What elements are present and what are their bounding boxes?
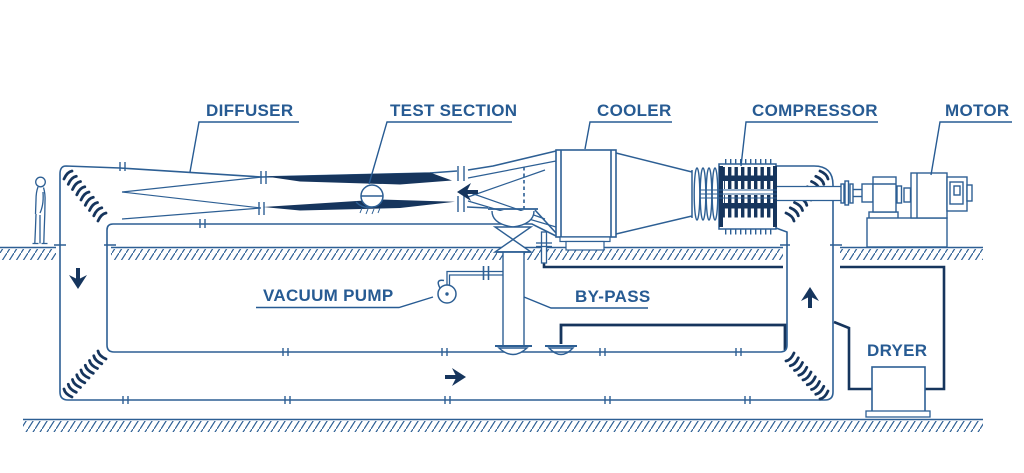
corner-vanes-bottom-left	[62, 349, 108, 399]
compressor-unit	[700, 159, 847, 235]
leader-test-section	[368, 121, 512, 185]
flow-arrow-right-leg	[801, 287, 819, 308]
vacuum-pump	[437, 266, 503, 304]
label-diffuser: DIFFUSER	[206, 101, 294, 120]
leader-compressor	[740, 121, 878, 167]
label-vacuum-pump: VACUUM PUMP	[263, 286, 394, 305]
label-cooler: COOLER	[597, 101, 672, 120]
ground-lower	[23, 418, 983, 432]
cooler-unit	[555, 149, 617, 251]
leader-motor	[930, 121, 1012, 176]
label-compressor: COMPRESSOR	[752, 101, 878, 120]
leader-by-pass	[523, 296, 648, 309]
cooler-inlet-cone	[615, 152, 693, 235]
dryer-pipe-loop	[542, 263, 946, 391]
ground-upper	[0, 246, 983, 260]
label-leaders	[189, 121, 1012, 309]
duct-circuit	[54, 150, 842, 404]
flow-arrow-left-leg	[69, 268, 87, 289]
flow-arrow-bottom-duct	[445, 368, 466, 386]
leader-cooler	[584, 121, 672, 150]
cooler-drain-pipe	[536, 231, 552, 264]
diffuser-test-section-interior	[121, 160, 557, 228]
label-dryer: DRYER	[867, 341, 928, 360]
flow-arrow-top-duct	[457, 183, 478, 201]
motor-base	[866, 217, 948, 248]
valve-icon	[482, 266, 490, 280]
label-by-pass: BY-PASS	[575, 287, 651, 306]
leader-diffuser	[189, 121, 299, 173]
motor-drive-train	[840, 172, 973, 248]
gearbox	[872, 176, 897, 213]
label-test-section: TEST SECTION	[390, 101, 518, 120]
corner-vanes-top-left	[62, 169, 108, 223]
leader-vacuum-pump	[256, 296, 434, 309]
corner-vanes-bottom-right	[784, 351, 830, 401]
test-section-viewport	[355, 184, 384, 215]
flow-arrows	[69, 183, 819, 386]
dryer-unit	[865, 366, 931, 418]
person-figure	[32, 176, 48, 245]
bypass-riser	[488, 208, 538, 356]
bypass-lower-pipe	[545, 323, 787, 356]
label-motor: MOTOR	[945, 101, 1010, 120]
